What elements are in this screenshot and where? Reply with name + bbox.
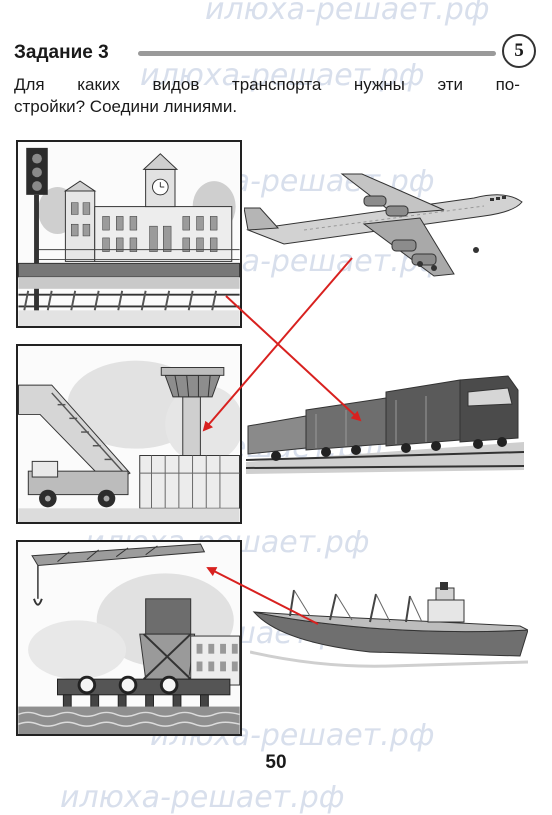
page-number: 50 xyxy=(265,752,287,773)
instruction-word: по- xyxy=(495,75,520,94)
instruction-word: каких xyxy=(77,75,120,94)
header-rule xyxy=(138,51,496,56)
railway-station-illustration xyxy=(18,142,240,326)
instruction-line-1: Для каких видов транспорта нужны эти по- xyxy=(14,74,520,96)
airplane-illustration xyxy=(244,173,523,277)
watermark: илюха-решает.рф xyxy=(205,0,490,27)
train-illustration xyxy=(246,375,524,474)
instruction-word: нужны xyxy=(353,75,405,94)
task-header: Задание 3 5 xyxy=(14,34,536,68)
task-instructions: Для каких видов транспорта нужны эти по- строй… xyxy=(14,74,520,118)
instruction-word: транспорта xyxy=(231,75,322,94)
watermark: илюха-решает.рф xyxy=(60,780,345,815)
train-picture[interactable] xyxy=(246,370,524,476)
airport-illustration xyxy=(18,346,240,522)
railway-station-picture[interactable] xyxy=(16,140,242,328)
instruction-line-2: стройки? Соедини линиями. xyxy=(14,97,238,116)
ship-illustration xyxy=(250,582,528,668)
task-number-badge: 5 xyxy=(502,34,536,68)
instruction-word: видов xyxy=(152,75,200,94)
airport-picture[interactable] xyxy=(16,344,242,524)
ship-picture[interactable] xyxy=(250,582,528,676)
instruction-word: Для xyxy=(14,75,45,94)
seaport-illustration xyxy=(18,542,240,734)
airplane-picture[interactable] xyxy=(244,168,528,278)
seaport-picture[interactable] xyxy=(16,540,242,736)
task-title: Задание 3 xyxy=(14,42,109,63)
instruction-word: эти xyxy=(437,75,464,94)
